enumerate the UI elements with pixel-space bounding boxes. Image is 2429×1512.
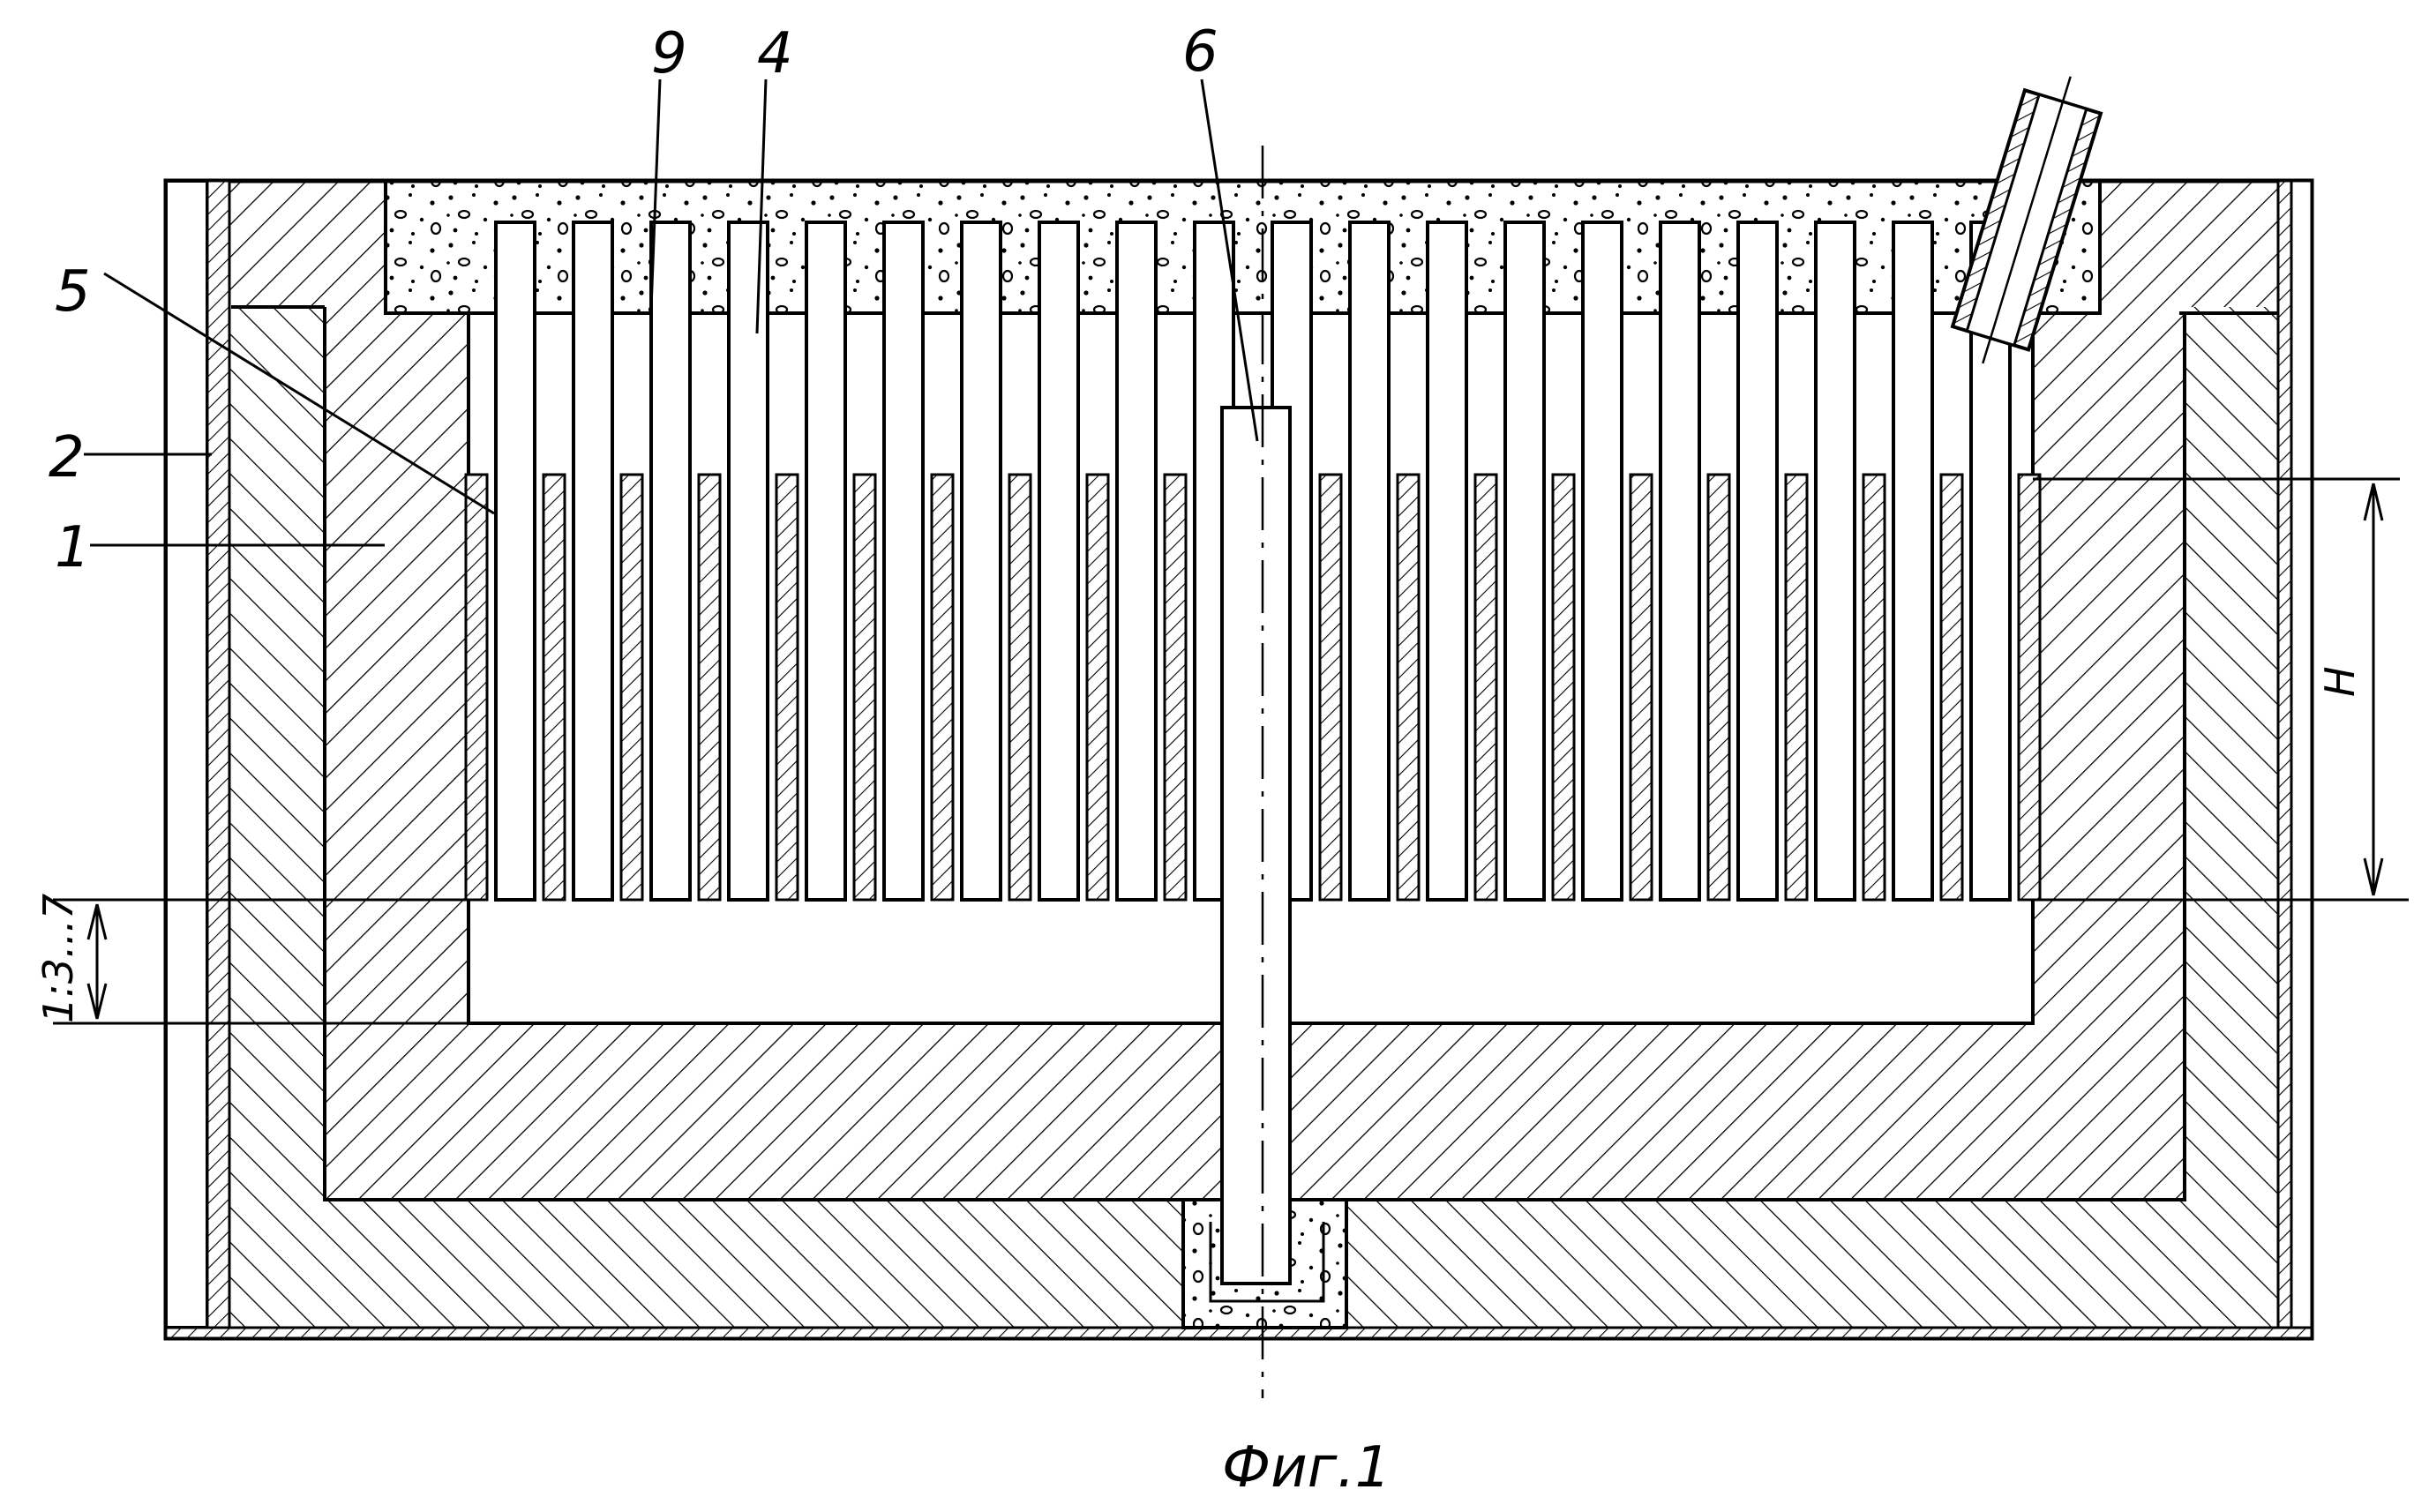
cathode-plate <box>2019 475 2040 900</box>
casing-wall-left <box>166 181 207 1328</box>
anode-plate <box>574 222 612 900</box>
label-1: 1 <box>55 515 91 580</box>
anode-plate <box>1505 222 1544 900</box>
anode-plate <box>651 222 690 900</box>
cathode-plate <box>544 475 565 900</box>
anode-plate <box>496 222 535 900</box>
cathode-plate <box>1009 475 1031 900</box>
cathode-plate <box>621 475 642 900</box>
cathode-plate <box>699 475 720 900</box>
cathode-plate <box>1320 475 1341 900</box>
label-9: 9 <box>651 21 687 86</box>
anode-plate <box>1661 222 1699 900</box>
label-dim-gap: 1:3...7 <box>34 894 82 1023</box>
label-6: 6 <box>1182 19 1218 85</box>
cathode-plate <box>1475 475 1496 900</box>
cathode-plate <box>932 475 953 900</box>
anode-plate <box>1117 222 1156 900</box>
cathode-plate <box>1398 475 1419 900</box>
label-4: 4 <box>757 21 793 86</box>
label-2: 2 <box>49 425 85 490</box>
cathode-plate <box>1941 475 1962 900</box>
anode-plate <box>1738 222 1777 900</box>
cathode-plate <box>1786 475 1807 900</box>
lining-left-top <box>225 181 386 307</box>
figure-caption: Фиг.1 <box>1222 1435 1391 1501</box>
central-current-lead <box>1222 408 1290 1284</box>
lining-right-wall <box>2185 307 2278 1200</box>
anode-plate <box>1428 222 1466 900</box>
cathode-plate <box>1631 475 1652 900</box>
cathode-plate <box>1553 475 1574 900</box>
anode-plate <box>1893 222 1932 900</box>
label-5: 5 <box>55 259 91 325</box>
anode-plate <box>1350 222 1389 900</box>
label-dim-height: H <box>2316 666 2364 697</box>
anode-plate <box>806 222 845 900</box>
anode-plate <box>1039 222 1078 900</box>
cathode-plate <box>776 475 798 900</box>
lining-left-wall <box>229 307 325 1200</box>
anode-plate <box>1816 222 1855 900</box>
cathode-plate <box>466 475 487 900</box>
anode-plate <box>962 222 1001 900</box>
anode-plate <box>884 222 923 900</box>
cathode-plate <box>1708 475 1729 900</box>
cathode-plate <box>1165 475 1186 900</box>
cathode-plate <box>1863 475 1885 900</box>
cathode-plate <box>854 475 875 900</box>
anode-plate <box>1583 222 1622 900</box>
cathode-plate <box>1087 475 1108 900</box>
casing-wall-right-outer <box>2291 181 2312 1328</box>
anode-plate <box>729 222 768 900</box>
casing-wall-left-liner <box>207 181 229 1328</box>
